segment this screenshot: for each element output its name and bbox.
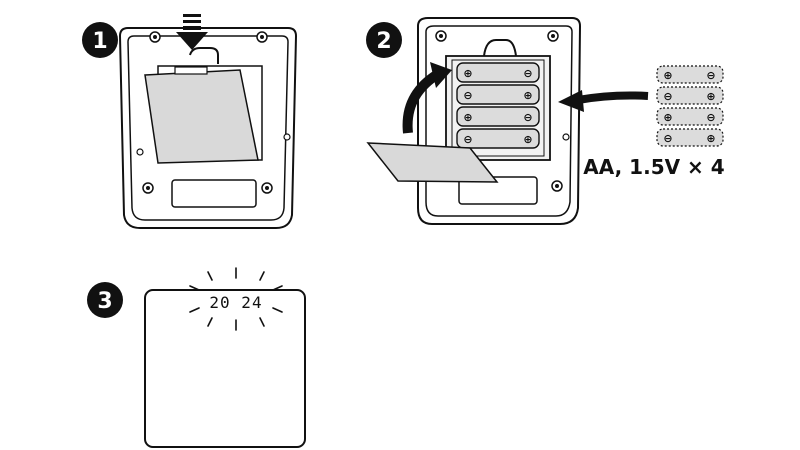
screw-hole (551, 180, 563, 192)
label-plate (171, 179, 257, 208)
svg-text:⊕: ⊕ (463, 67, 472, 80)
svg-text:⊕: ⊕ (463, 111, 472, 124)
step-2-panel: 2 ⊕ ⊖ ⊖ ⊕ (366, 17, 725, 225)
battery-cover (144, 66, 259, 164)
display-year: 20 24 (209, 293, 262, 312)
battery: ⊖ ⊕ (456, 84, 540, 105)
blink-rays-icon (189, 267, 283, 331)
battery: ⊖ ⊕ (456, 128, 540, 149)
blinking-display: 20 24 (189, 267, 283, 331)
label-plate (458, 176, 538, 205)
battery: ⊖ ⊕ (656, 86, 724, 105)
battery: ⊕ ⊖ (656, 65, 724, 84)
step-3-panel: 3 20 24 (87, 267, 306, 448)
svg-text:3: 3 (97, 289, 112, 314)
svg-text:⊖: ⊖ (663, 132, 672, 145)
svg-text:1: 1 (92, 29, 107, 54)
installed-batteries: ⊕ ⊖ ⊖ ⊕ ⊕ ⊖ ⊖ ⊕ (456, 62, 540, 149)
svg-text:⊕: ⊕ (663, 69, 672, 82)
svg-text:⊖: ⊖ (663, 90, 672, 103)
screw-hole (149, 31, 161, 43)
svg-text:⊕: ⊕ (663, 111, 672, 124)
battery: ⊕ ⊖ (656, 107, 724, 126)
svg-text:⊖: ⊖ (463, 89, 472, 102)
screw-hole (547, 30, 559, 42)
battery-spec-label: AA, 1.5V × 4 (583, 155, 724, 179)
loose-batteries: ⊕ ⊖ ⊖ ⊕ ⊕ ⊖ ⊖ ⊕ (656, 65, 724, 147)
battery: ⊕ ⊖ (456, 106, 540, 127)
press-down-arrow-icon (176, 14, 208, 50)
battery: ⊖ ⊕ (656, 128, 724, 147)
screw-hole (142, 182, 154, 194)
tab-hook (189, 47, 219, 64)
step-1-panel: 1 (82, 14, 298, 229)
svg-text:⊖: ⊖ (523, 111, 532, 124)
svg-text:2: 2 (376, 29, 391, 54)
screw-hole (256, 31, 268, 43)
svg-text:⊖: ⊖ (523, 67, 532, 80)
svg-text:⊖: ⊖ (463, 133, 472, 146)
battery: ⊕ ⊖ (456, 62, 540, 83)
screw-hole (261, 182, 273, 194)
device-front (144, 289, 306, 448)
open-cover-arrow-icon (402, 62, 452, 134)
insert-batteries-arrow-icon (558, 90, 649, 112)
svg-text:⊖: ⊖ (706, 111, 715, 124)
step-1-badge: 1 (82, 22, 118, 58)
svg-text:⊕: ⊕ (523, 133, 532, 146)
svg-text:⊕: ⊕ (706, 90, 715, 103)
battery-cover-open (366, 142, 499, 183)
screw-hole (435, 30, 447, 42)
svg-text:⊖: ⊖ (706, 69, 715, 82)
svg-text:⊕: ⊕ (706, 132, 715, 145)
svg-text:⊕: ⊕ (523, 89, 532, 102)
step-3-badge: 3 (87, 282, 123, 318)
step-2-badge: 2 (366, 22, 402, 58)
